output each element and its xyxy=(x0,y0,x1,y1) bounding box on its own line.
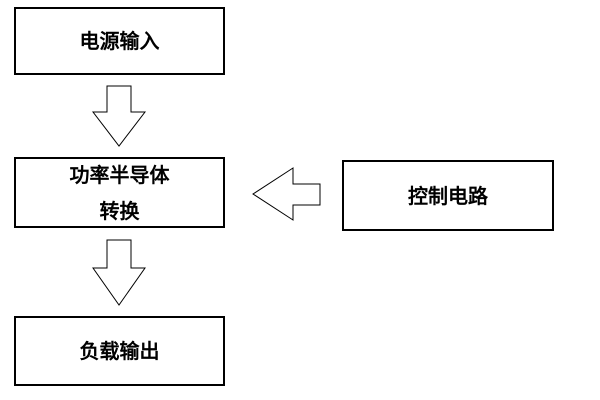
arrow-left-control-to-semiconductor xyxy=(252,167,321,221)
arrow-down-semiconductor-to-load xyxy=(92,239,146,306)
power-semiconductor-conversion-node: 功率半导体 转换 xyxy=(14,157,225,228)
power-semiconductor-label-line1: 功率半导体 xyxy=(69,162,170,187)
load-output-label: 负载输出 xyxy=(79,339,160,363)
power-input-label: 电源输入 xyxy=(79,29,160,53)
power-semiconductor-label: 功率半导体 转换 xyxy=(70,157,170,229)
control-circuit-node: 控制电路 xyxy=(342,160,554,231)
power-input-node: 电源输入 xyxy=(14,7,225,75)
power-semiconductor-label-line2: 转换 xyxy=(99,198,140,223)
arrow-down-input-to-semiconductor xyxy=(91,85,147,147)
load-output-node: 负载输出 xyxy=(14,316,225,386)
control-circuit-label: 控制电路 xyxy=(408,183,488,208)
